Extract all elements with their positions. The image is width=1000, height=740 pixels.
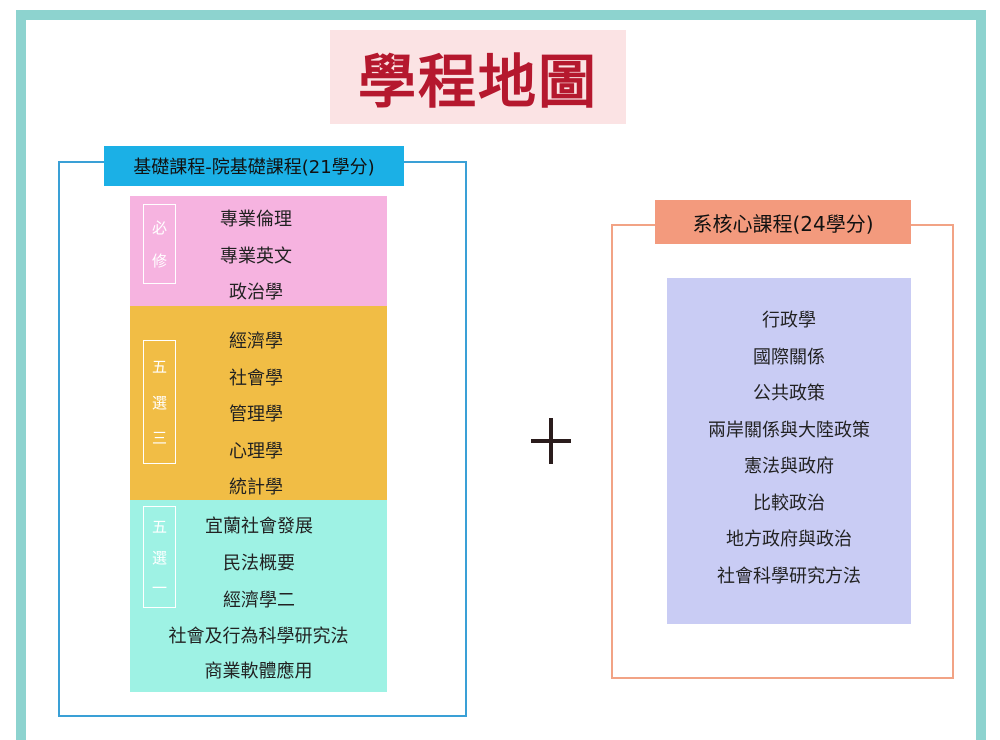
choose-three-tag: 五 選 三 — [143, 340, 176, 464]
core-course: 地方政府與政治 — [726, 529, 852, 550]
required-course: 專業英文 — [220, 246, 292, 267]
plus-icon — [531, 418, 571, 464]
core-courses-header: 系核心課程(24學分) — [655, 200, 911, 244]
elective-course: 宜蘭社會發展 — [205, 516, 313, 537]
plus-icon-vertical — [549, 418, 553, 464]
choose-one-tag-char: 選 — [151, 548, 167, 567]
frame-right-border — [976, 10, 986, 740]
core-course: 社會科學研究方法 — [717, 566, 861, 587]
elective-course: 民法概要 — [223, 553, 295, 574]
choose-one-tag-char: 五 — [151, 518, 167, 537]
required-block — [130, 196, 387, 306]
elective-course: 社會及行為科學研究法 — [168, 626, 349, 647]
choose-three-tag-char: 五 — [151, 357, 167, 376]
required-tag-char: 必 — [151, 219, 167, 237]
elective-course: 經濟學二 — [223, 590, 295, 611]
core-course: 國際關係 — [753, 347, 825, 368]
required-tag: 必 修 — [143, 204, 176, 284]
choose-three-tag-char: 三 — [151, 429, 167, 448]
core-course: 行政學 — [762, 310, 816, 331]
choose-one-tag: 五 選 一 — [143, 506, 176, 608]
elective-course: 管理學 — [229, 404, 283, 425]
core-courses-block — [667, 278, 911, 624]
core-course: 憲法與政府 — [744, 456, 834, 477]
page-title: 學程地圖 — [357, 48, 598, 116]
core-course: 兩岸關係與大陸政策 — [708, 420, 870, 441]
required-tag-char: 修 — [151, 252, 167, 270]
core-course: 公共政策 — [753, 383, 825, 404]
choose-three-block — [130, 306, 387, 500]
elective-course: 心理學 — [229, 441, 283, 462]
elective-course: 經濟學 — [229, 331, 283, 352]
title-box: 學程地圖 — [330, 30, 626, 124]
elective-course: 統計學 — [229, 477, 283, 498]
required-course: 政治學 — [229, 282, 283, 303]
frame-left-border — [16, 10, 26, 740]
elective-course: 社會學 — [229, 368, 283, 389]
basic-courses-header: 基礎課程-院基礎課程(21學分) — [104, 146, 404, 186]
required-course: 專業倫理 — [220, 209, 292, 230]
elective-course: 商業軟體應用 — [204, 661, 313, 682]
choose-one-block — [130, 500, 387, 692]
frame-top-border — [16, 10, 986, 20]
choose-three-tag-char: 選 — [151, 393, 167, 412]
choose-one-tag-char: 一 — [151, 578, 167, 597]
core-course: 比較政治 — [753, 493, 825, 514]
